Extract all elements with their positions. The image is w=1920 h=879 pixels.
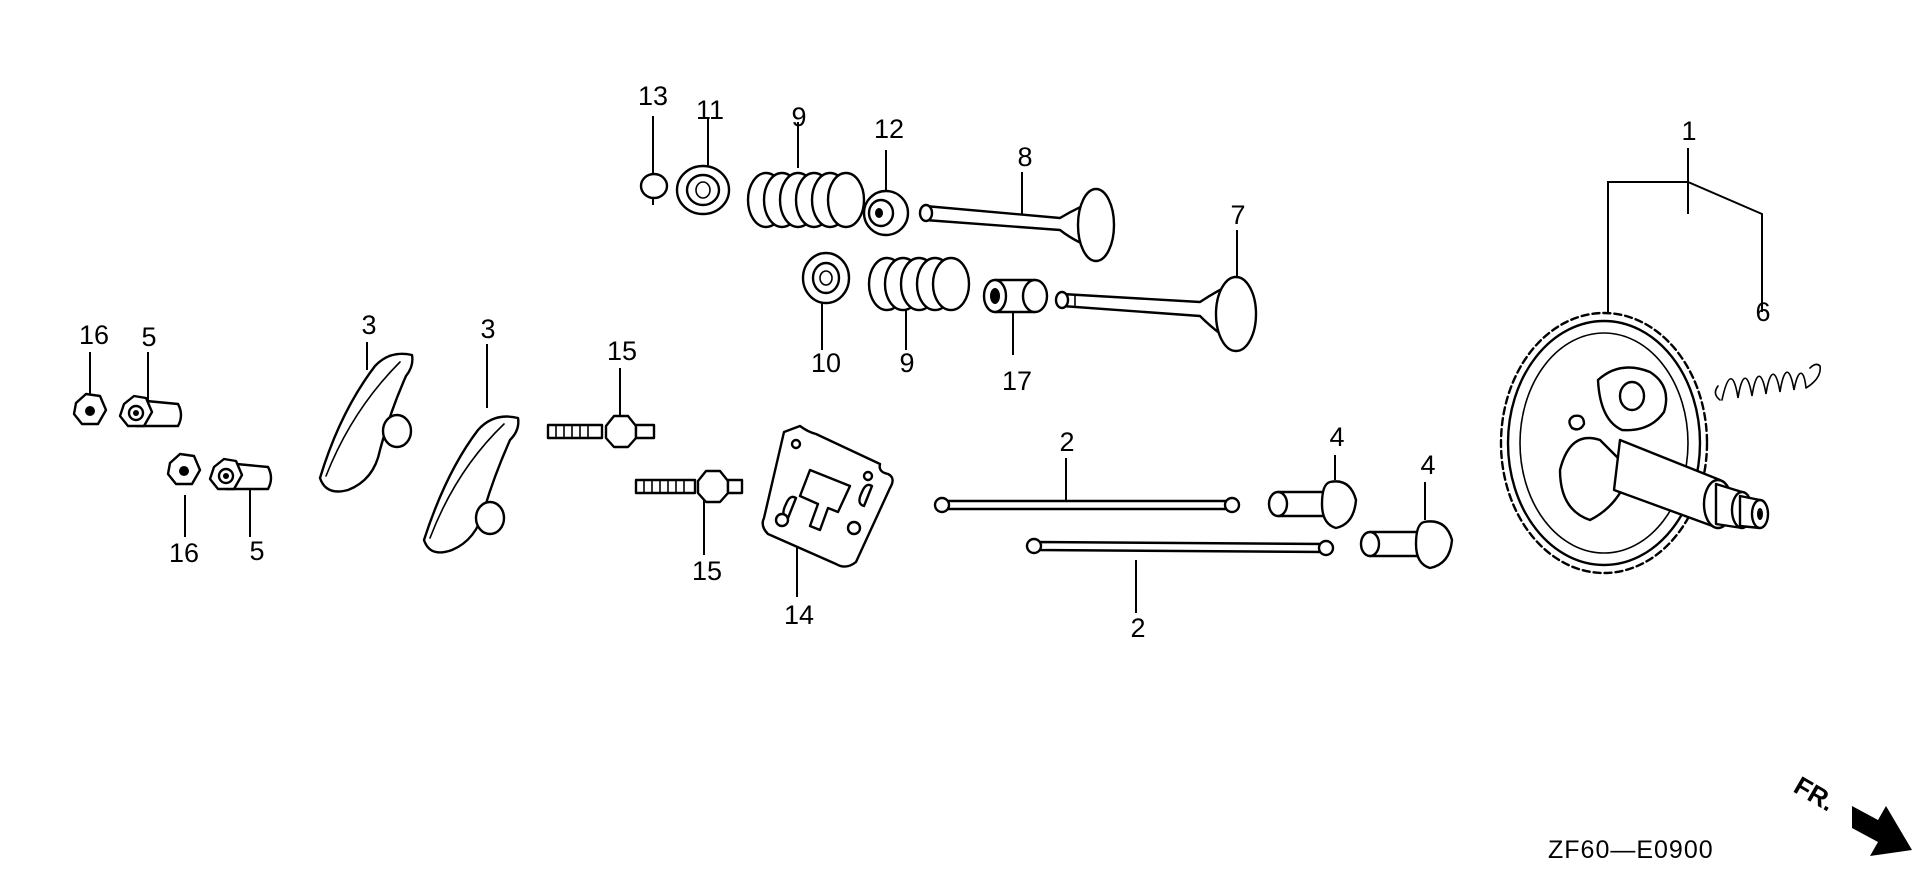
callout-15-lower: 15 bbox=[692, 556, 722, 586]
callout-15-upper: 15 bbox=[607, 336, 637, 366]
callout-2-upper: 2 bbox=[1059, 427, 1074, 457]
adjusting-bolt-upper bbox=[546, 414, 656, 449]
valve-rotator bbox=[982, 278, 1049, 314]
callout-16-upper: 16 bbox=[79, 320, 109, 350]
valve-keeper bbox=[639, 172, 669, 200]
callout-9-lower: 9 bbox=[899, 348, 914, 378]
adjust-nut-lower bbox=[166, 452, 202, 486]
valve-spring-upper bbox=[746, 171, 866, 229]
decompressor-spring bbox=[1714, 363, 1822, 401]
callout-6: 6 bbox=[1755, 297, 1770, 327]
valve-upper bbox=[918, 187, 1116, 263]
adjusting-bolt-lower bbox=[634, 469, 744, 504]
callout-17: 17 bbox=[1002, 366, 1032, 396]
rocker-pivot-lower bbox=[208, 457, 273, 491]
callout-9-upper: 9 bbox=[791, 102, 806, 132]
callout-12: 12 bbox=[874, 114, 904, 144]
callout-10: 10 bbox=[811, 348, 841, 378]
camshaft-assembly bbox=[1499, 311, 1770, 575]
valve-spring-lower bbox=[867, 256, 971, 312]
rocker-arm-2 bbox=[422, 415, 520, 554]
callout-5-upper: 5 bbox=[141, 322, 156, 352]
front-arrow-icon bbox=[1852, 806, 1912, 856]
valve-lifter-upper bbox=[1267, 480, 1358, 530]
callout-5-lower: 5 bbox=[249, 536, 264, 566]
callout-3-left: 3 bbox=[361, 310, 376, 340]
push-rod-upper bbox=[933, 496, 1241, 514]
rocker-pivot-upper bbox=[118, 394, 183, 428]
valve-stem-seal bbox=[862, 189, 910, 237]
callout-11: 11 bbox=[696, 95, 724, 125]
valve-lifter-lower bbox=[1359, 520, 1454, 570]
callout-7: 7 bbox=[1230, 200, 1245, 230]
adjust-nut-upper bbox=[72, 392, 108, 426]
front-direction-indicator: FR. bbox=[1789, 770, 1912, 856]
callout-8: 8 bbox=[1017, 142, 1032, 172]
diagram-code: ZF60—E0900 bbox=[1548, 836, 1714, 864]
callout-14: 14 bbox=[784, 600, 814, 630]
callout-1: 1 bbox=[1681, 116, 1696, 146]
spring-retainer-lower bbox=[801, 251, 851, 305]
callout-16-lower: 16 bbox=[169, 538, 199, 568]
spring-retainer-upper bbox=[675, 164, 731, 216]
valve-lower bbox=[1054, 275, 1258, 353]
push-rod-guide-plate bbox=[761, 424, 894, 568]
callout-13: 13 bbox=[638, 81, 668, 111]
callout-4-lower: 4 bbox=[1420, 450, 1435, 480]
push-rod-lower bbox=[1025, 537, 1335, 557]
rocker-arm-1 bbox=[318, 352, 414, 493]
callout-3-right: 3 bbox=[480, 314, 495, 344]
leader-lines bbox=[89, 116, 1763, 613]
callout-2-lower: 2 bbox=[1130, 613, 1145, 643]
front-label: FR. bbox=[1789, 770, 1840, 817]
callout-4-upper: 4 bbox=[1329, 422, 1344, 452]
callout-labels: 13 11 9 12 8 7 10 9 17 16 5 3 3 15 16 5 … bbox=[79, 81, 1771, 643]
